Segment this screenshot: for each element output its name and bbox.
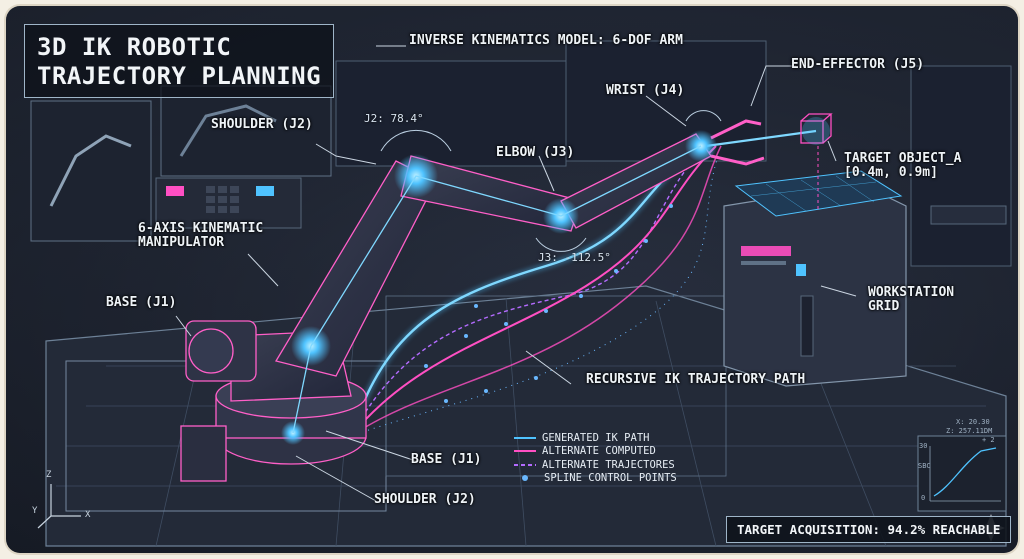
diagram-canvas: 3D IK ROBOTIC TRAJECTORY PLANNING INVERS…: [6, 6, 1018, 553]
title-line-2: TRAJECTORY PLANNING: [37, 62, 322, 90]
title-line-1: 3D IK ROBOTIC: [37, 33, 232, 61]
legend-item-alternate-computed: ALTERNATE COMPUTED: [514, 445, 677, 459]
spline-control-points: [424, 204, 673, 403]
axis-label-y: Y: [32, 506, 38, 516]
robot-arm: [180, 119, 765, 482]
label-base-bottom: BASE (J1): [411, 452, 482, 467]
label-elbow: ELBOW (J3): [496, 145, 575, 160]
legend-item-alternate-trajectories: ALTERNATE TRAJECTORES: [514, 458, 677, 472]
mini-readout-2: Z: 257.11DM: [946, 427, 993, 435]
label-trajectory: RECURSIVE IK TRAJECTORY PATH: [586, 372, 806, 387]
mini-readout-1: X: 20.30: [956, 418, 990, 426]
angle-j2: J2: 78.4°: [364, 112, 424, 125]
background-schematic-panel: [30, 100, 152, 242]
mini-tick-mid: SBC: [918, 462, 931, 470]
kinematic-skeleton: [292, 145, 702, 434]
mini-chart: [917, 435, 1007, 512]
title-block: 3D IK ROBOTIC TRAJECTORY PLANNING: [24, 24, 335, 98]
label-end-effector: END-EFFECTOR (J5): [791, 57, 925, 72]
mini-tick-top: 30: [919, 442, 928, 450]
axis-label-z: Z: [46, 470, 52, 480]
mini-readout-3: + 2: [982, 436, 995, 444]
rotation-arcs: [380, 110, 722, 252]
status-badge: TARGET ACQUISITION: 94.2% REACHABLE: [726, 516, 1012, 543]
leader-lines: [175, 45, 857, 502]
legend-swatch-magenta: [514, 450, 536, 453]
label-shoulder-top: SHOULDER (J2): [211, 117, 313, 132]
trajectory-curves: [348, 129, 817, 437]
label-base-left: BASE (J1): [106, 295, 177, 310]
legend-swatch-dot: [522, 475, 528, 482]
legend-item-spline-points: SPLINE CONTROL POINTS: [514, 472, 677, 486]
label-wrist: WRIST (J4): [606, 83, 685, 98]
label-target: TARGET OBJECT_A [0.4m, 0.9m]: [844, 151, 962, 180]
legend: GENERATED IK PATH ALTERNATE COMPUTED ALT…: [514, 431, 677, 485]
label-workstation: WORKSTATION GRID: [868, 285, 955, 314]
legend-swatch-violet: [514, 463, 536, 466]
model-label: INVERSE KINEMATICS MODEL: 6-DOF ARM: [409, 33, 683, 48]
label-manipulator: 6-AXIS KINEMATIC MANIPULATOR: [138, 221, 264, 250]
scene-illustration: [6, 6, 1018, 553]
target-cube: [800, 113, 833, 145]
angle-j3: J3: -112.5°: [538, 251, 611, 264]
legend-swatch-cyan: [514, 436, 536, 439]
axis-label-x: X: [85, 510, 91, 520]
axis-triad: [37, 484, 81, 529]
legend-item-generated: GENERATED IK PATH: [514, 431, 677, 445]
label-shoulder-bottom: SHOULDER (J2): [374, 492, 476, 507]
mini-tick-low: 0: [921, 494, 926, 502]
